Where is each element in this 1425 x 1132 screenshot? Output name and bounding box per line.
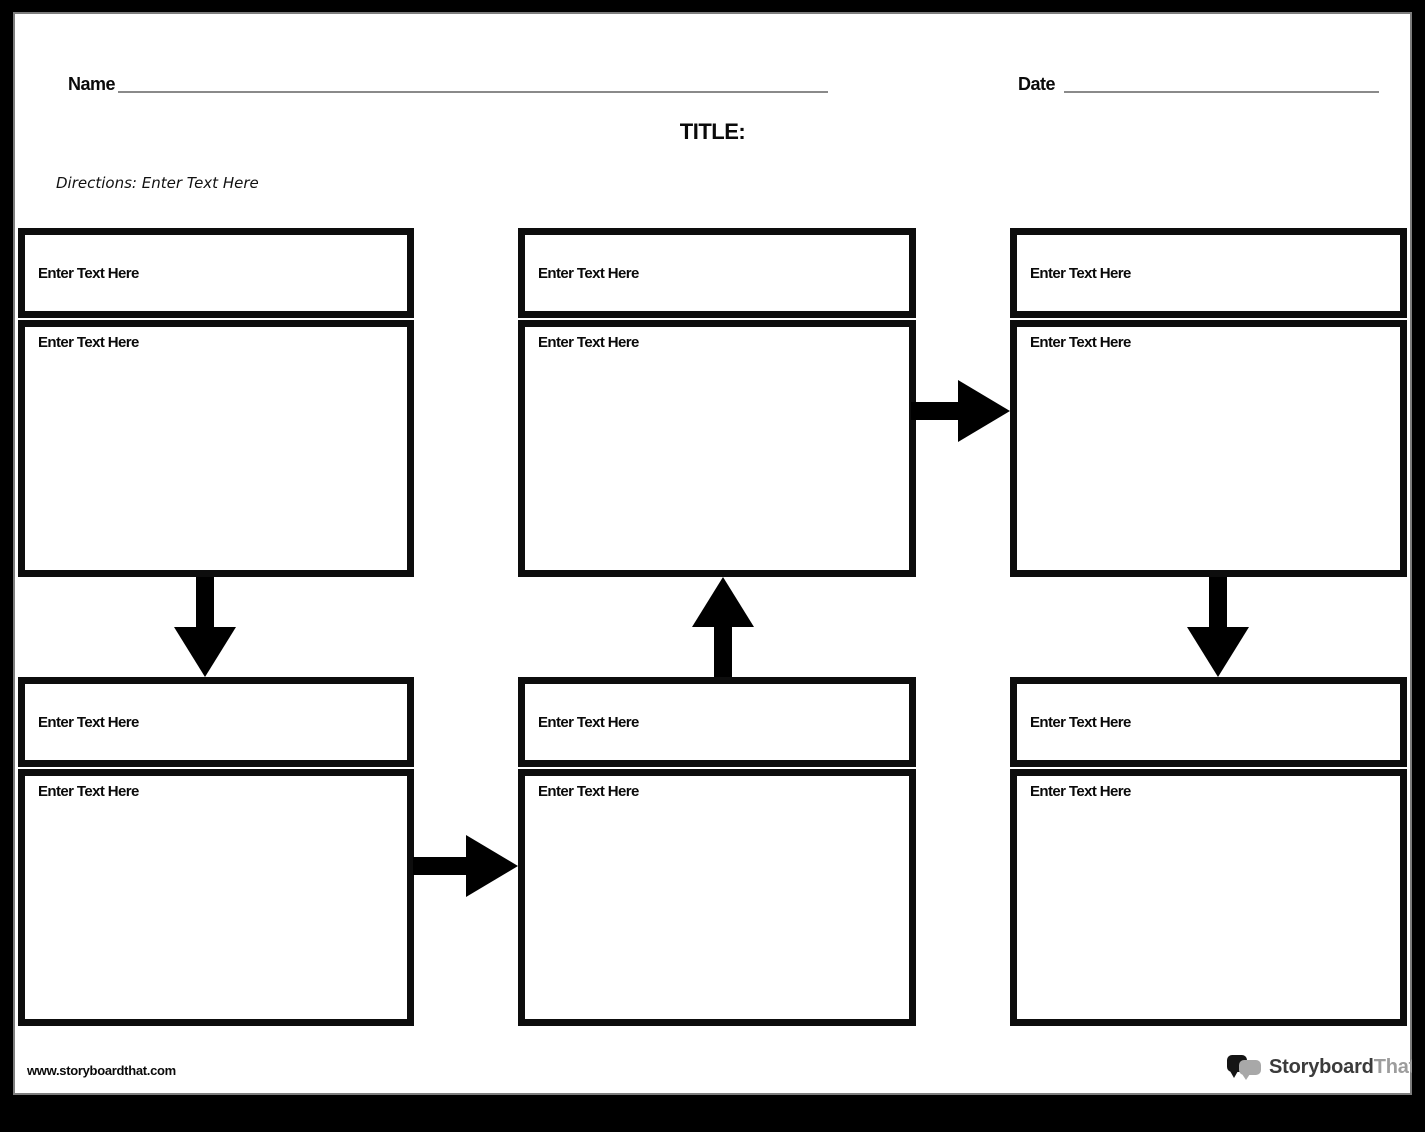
- arrow-shaft: [911, 402, 963, 420]
- logo-text-storyboard: Storyboard: [1269, 1055, 1374, 1078]
- name-blank-line: [118, 91, 828, 93]
- box-body-text: Enter Text Here: [1030, 783, 1131, 800]
- flow-box-top-right: Enter Text Here Enter Text Here: [1010, 228, 1407, 577]
- speech-bubble-gray: [1239, 1060, 1261, 1080]
- box-title-text: Enter Text Here: [538, 713, 639, 731]
- box-title-text: Enter Text Here: [538, 264, 639, 282]
- box-body-text: Enter Text Here: [38, 334, 139, 351]
- arrow-up-icon: [692, 577, 754, 677]
- arrow-shaft: [413, 857, 471, 875]
- box-title-field[interactable]: Enter Text Here: [1010, 228, 1407, 318]
- arrow-shaft: [196, 577, 214, 629]
- flow-box-top-left: Enter Text Here Enter Text Here: [18, 228, 414, 577]
- flow-box-bottom-middle: Enter Text Here Enter Text Here: [518, 677, 916, 1026]
- footer-url: www.storyboardthat.com: [27, 1063, 176, 1078]
- arrow-head: [174, 627, 236, 677]
- box-title-field[interactable]: Enter Text Here: [18, 228, 414, 318]
- worksheet-page: Name Date TITLE: Directions: Enter Text …: [13, 12, 1412, 1095]
- box-text-field[interactable]: Enter Text Here: [18, 769, 414, 1026]
- box-text-field[interactable]: Enter Text Here: [18, 320, 414, 577]
- box-body-text: Enter Text Here: [38, 783, 139, 800]
- box-title-field[interactable]: Enter Text Here: [1010, 677, 1407, 767]
- box-title-text: Enter Text Here: [1030, 264, 1131, 282]
- arrow-right-icon: [413, 835, 518, 897]
- box-title-field[interactable]: Enter Text Here: [518, 677, 916, 767]
- arrow-shaft: [714, 625, 732, 677]
- logo-text-that: That: [1373, 1055, 1412, 1078]
- box-body-text: Enter Text Here: [538, 783, 639, 800]
- date-label: Date: [1018, 74, 1056, 94]
- flow-box-top-middle: Enter Text Here Enter Text Here: [518, 228, 916, 577]
- arrow-right-icon: [911, 380, 1010, 442]
- directions-text[interactable]: Directions: Enter Text Here: [56, 174, 259, 192]
- box-body-text: Enter Text Here: [538, 334, 639, 351]
- box-title-text: Enter Text Here: [1030, 713, 1131, 731]
- box-text-field[interactable]: Enter Text Here: [518, 320, 916, 577]
- name-label: Name: [68, 74, 116, 94]
- speech-bubbles-icon: [1226, 1050, 1264, 1084]
- date-blank-line: [1064, 91, 1379, 93]
- box-title-text: Enter Text Here: [38, 264, 139, 282]
- box-text-field[interactable]: Enter Text Here: [1010, 769, 1407, 1026]
- arrow-head: [692, 577, 754, 627]
- box-title-text: Enter Text Here: [38, 713, 139, 731]
- box-text-field[interactable]: Enter Text Here: [518, 769, 916, 1026]
- logo-text: StoryboardThat: [1269, 1056, 1412, 1079]
- flow-box-bottom-right: Enter Text Here Enter Text Here: [1010, 677, 1407, 1026]
- arrow-shaft: [1209, 577, 1227, 629]
- storyboardthat-logo: StoryboardThat: [1226, 1050, 1412, 1084]
- box-body-text: Enter Text Here: [1030, 334, 1131, 351]
- arrow-head: [1187, 627, 1249, 677]
- arrow-head: [466, 835, 518, 897]
- box-title-field[interactable]: Enter Text Here: [518, 228, 916, 318]
- arrow-down-icon: [1187, 577, 1249, 677]
- arrow-head: [958, 380, 1010, 442]
- arrow-down-icon: [174, 577, 236, 677]
- page-title: TITLE:: [679, 119, 746, 144]
- box-text-field[interactable]: Enter Text Here: [1010, 320, 1407, 577]
- flow-box-bottom-left: Enter Text Here Enter Text Here: [18, 677, 414, 1026]
- box-title-field[interactable]: Enter Text Here: [18, 677, 414, 767]
